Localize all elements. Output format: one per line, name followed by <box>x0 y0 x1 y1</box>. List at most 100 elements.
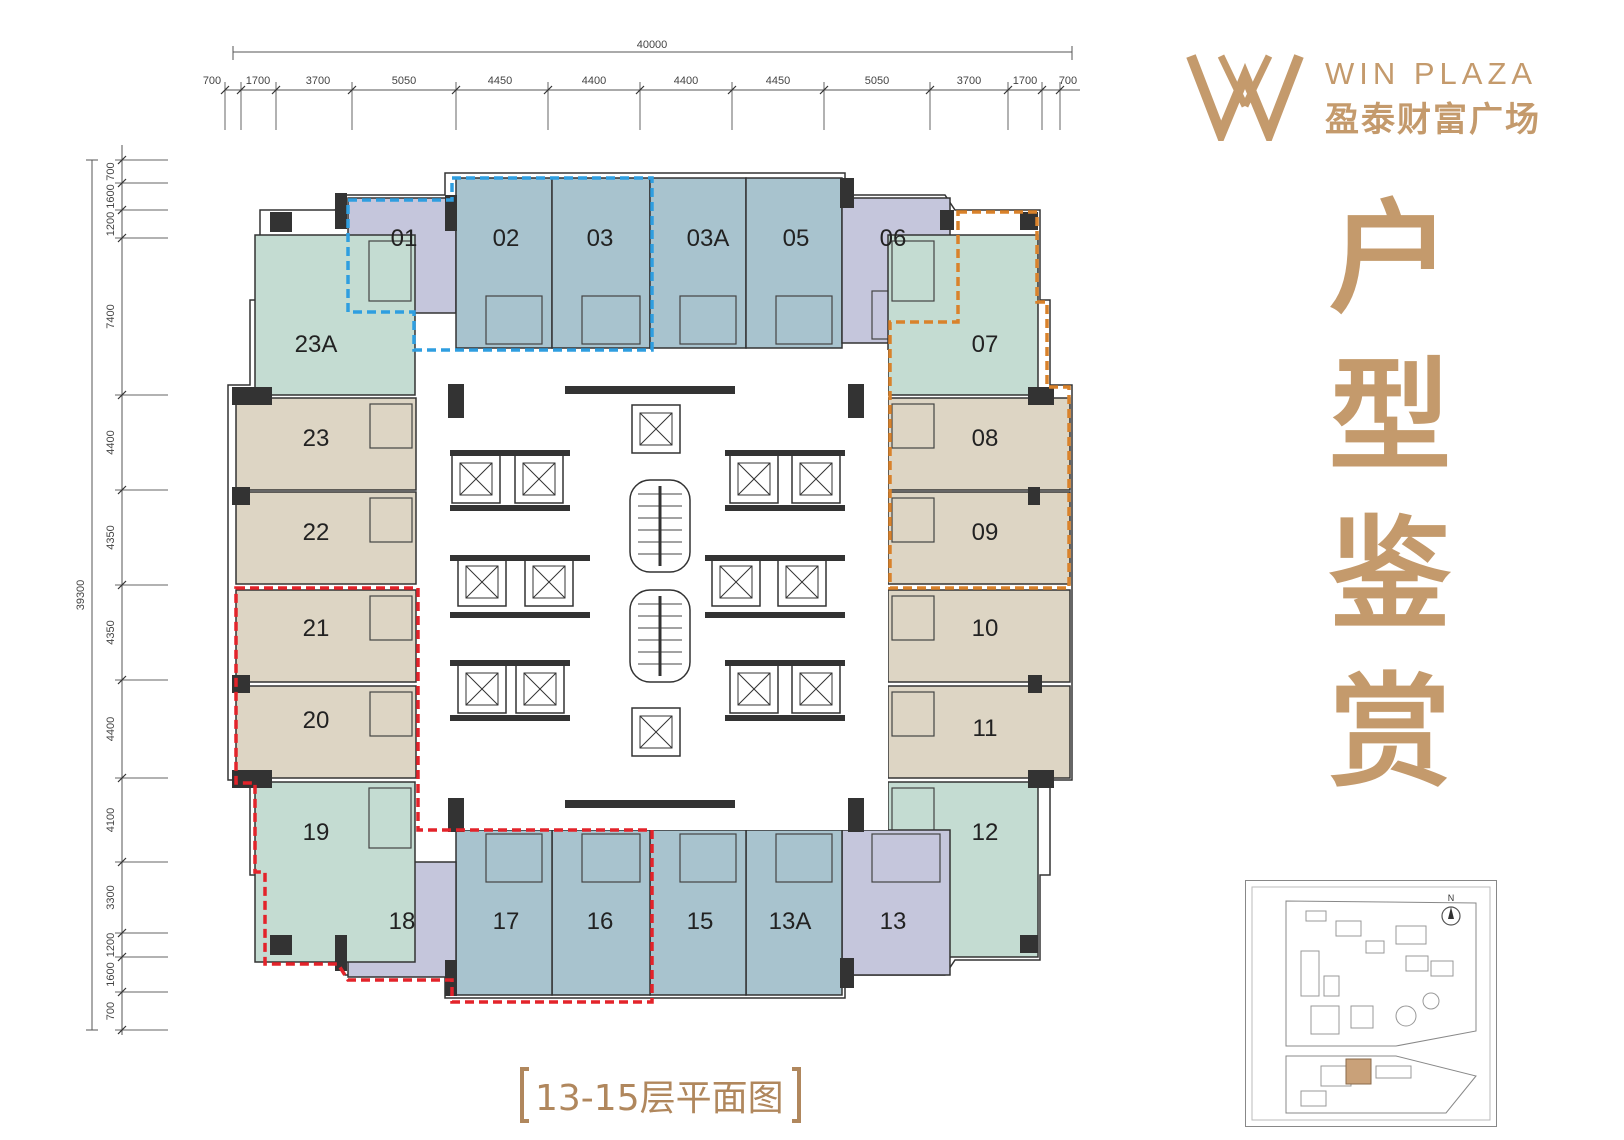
core-wall <box>450 505 570 511</box>
unit-label: 02 <box>493 225 520 252</box>
floor-caption: 13-15层平面图 <box>520 1067 801 1123</box>
top-dimension-label: 3700 <box>306 75 330 87</box>
unit-17[interactable] <box>455 829 553 996</box>
structural-column <box>840 958 854 988</box>
brand-logo: WIN PLAZA 盈泰财富广场 <box>1185 46 1595 148</box>
caption-bracket-left <box>520 1067 529 1123</box>
left-dimension-label: 4400 <box>105 717 117 741</box>
unit-bathroom <box>581 833 641 883</box>
unit-21[interactable] <box>235 589 417 683</box>
structural-column <box>335 193 347 229</box>
left-dimension-label: 4100 <box>105 808 117 832</box>
unit-10[interactable] <box>887 589 1071 683</box>
elevator-car <box>465 672 499 706</box>
core-wall <box>450 660 570 666</box>
brand-name-cn: 盈泰财富广场 <box>1325 100 1541 140</box>
core-wall <box>725 715 845 721</box>
unit-bathroom <box>891 691 935 737</box>
left-dimension-label: 7400 <box>105 304 117 328</box>
title-char-3: 鉴 <box>1329 504 1451 646</box>
top-dimension-label: 4400 <box>582 75 606 87</box>
highlight-orange-outline <box>888 210 1071 590</box>
unit-bathroom <box>369 595 413 641</box>
unit-13a[interactable] <box>745 829 843 996</box>
unit-label: 21 <box>303 615 330 642</box>
elevator-car <box>639 715 673 749</box>
elevator-car <box>737 672 771 706</box>
unit-label: 03A <box>687 225 730 252</box>
structural-column <box>1028 770 1054 788</box>
structural-column <box>232 387 272 405</box>
core-wall <box>725 660 845 666</box>
unit-05[interactable] <box>745 177 843 349</box>
unit-16[interactable] <box>551 829 651 996</box>
unit-11[interactable] <box>887 685 1071 779</box>
unit-bathroom <box>369 497 413 543</box>
elevator-car <box>523 672 557 706</box>
unit-20[interactable] <box>235 685 417 779</box>
unit-09[interactable] <box>887 491 1071 585</box>
unit-bathroom <box>369 403 413 449</box>
structural-column <box>1028 387 1054 405</box>
top-dimension-label: 1700 <box>246 75 270 87</box>
unit-label: 07 <box>972 331 999 358</box>
core-wall <box>448 798 464 832</box>
unit-13[interactable] <box>841 829 951 976</box>
core-wall <box>450 715 570 721</box>
unit-02[interactable] <box>455 177 553 349</box>
unit-bathroom <box>369 691 413 737</box>
core-wall <box>848 384 864 418</box>
structural-column <box>1028 487 1040 505</box>
unit-bathroom <box>891 497 935 543</box>
highlight-blue-outline <box>346 176 654 352</box>
unit-22[interactable] <box>235 491 417 585</box>
top-dimension-label: 4450 <box>766 75 790 87</box>
unit-bathroom <box>891 240 935 302</box>
title-char-4: 赏 <box>1329 662 1451 804</box>
unit-bathroom <box>679 833 737 883</box>
unit-label: 19 <box>303 819 330 846</box>
caption-bracket-right <box>791 1067 801 1123</box>
site-key-map: N <box>1245 880 1497 1127</box>
top-dimension-label: 5050 <box>865 75 889 87</box>
unit-bathroom <box>679 295 737 345</box>
unit-03[interactable] <box>551 177 651 349</box>
unit-label: 22 <box>303 519 330 546</box>
core-wall <box>565 800 735 808</box>
structural-column <box>270 212 292 232</box>
elevator-car <box>799 672 833 706</box>
core-wall <box>448 384 464 418</box>
core-wall <box>450 555 590 561</box>
structural-column <box>940 210 954 230</box>
unit-bathroom <box>775 833 833 883</box>
caption-text: 13-15层平面图 <box>535 1078 784 1119</box>
unit-23a[interactable] <box>254 234 416 396</box>
unit-23[interactable] <box>235 397 417 491</box>
left-dimension-chain <box>86 145 123 1035</box>
left-dimension-label: 4350 <box>105 525 117 549</box>
elevator-car <box>799 462 833 496</box>
unit-07[interactable] <box>887 234 1039 396</box>
elevator-car <box>465 565 499 599</box>
title-char-2: 型 <box>1329 346 1451 488</box>
structural-column <box>445 960 457 996</box>
structural-column <box>1020 212 1038 230</box>
units-layer <box>232 177 1071 996</box>
top-dimension-label: 5050 <box>392 75 416 87</box>
unit-bathroom <box>891 403 935 449</box>
unit-label: 13 <box>880 908 907 935</box>
unit-bathroom <box>775 295 833 345</box>
unit-label: 16 <box>587 908 614 935</box>
unit-label: 11 <box>973 715 998 742</box>
unit-bathroom <box>485 295 543 345</box>
structural-column <box>840 178 854 208</box>
core-wall <box>705 555 845 561</box>
top-dimension-label: 3700 <box>957 75 981 87</box>
unit-19[interactable] <box>254 781 416 963</box>
unit-03a[interactable] <box>649 177 747 349</box>
unit-bathroom <box>485 833 543 883</box>
top-dimension-label: 700 <box>203 75 221 87</box>
